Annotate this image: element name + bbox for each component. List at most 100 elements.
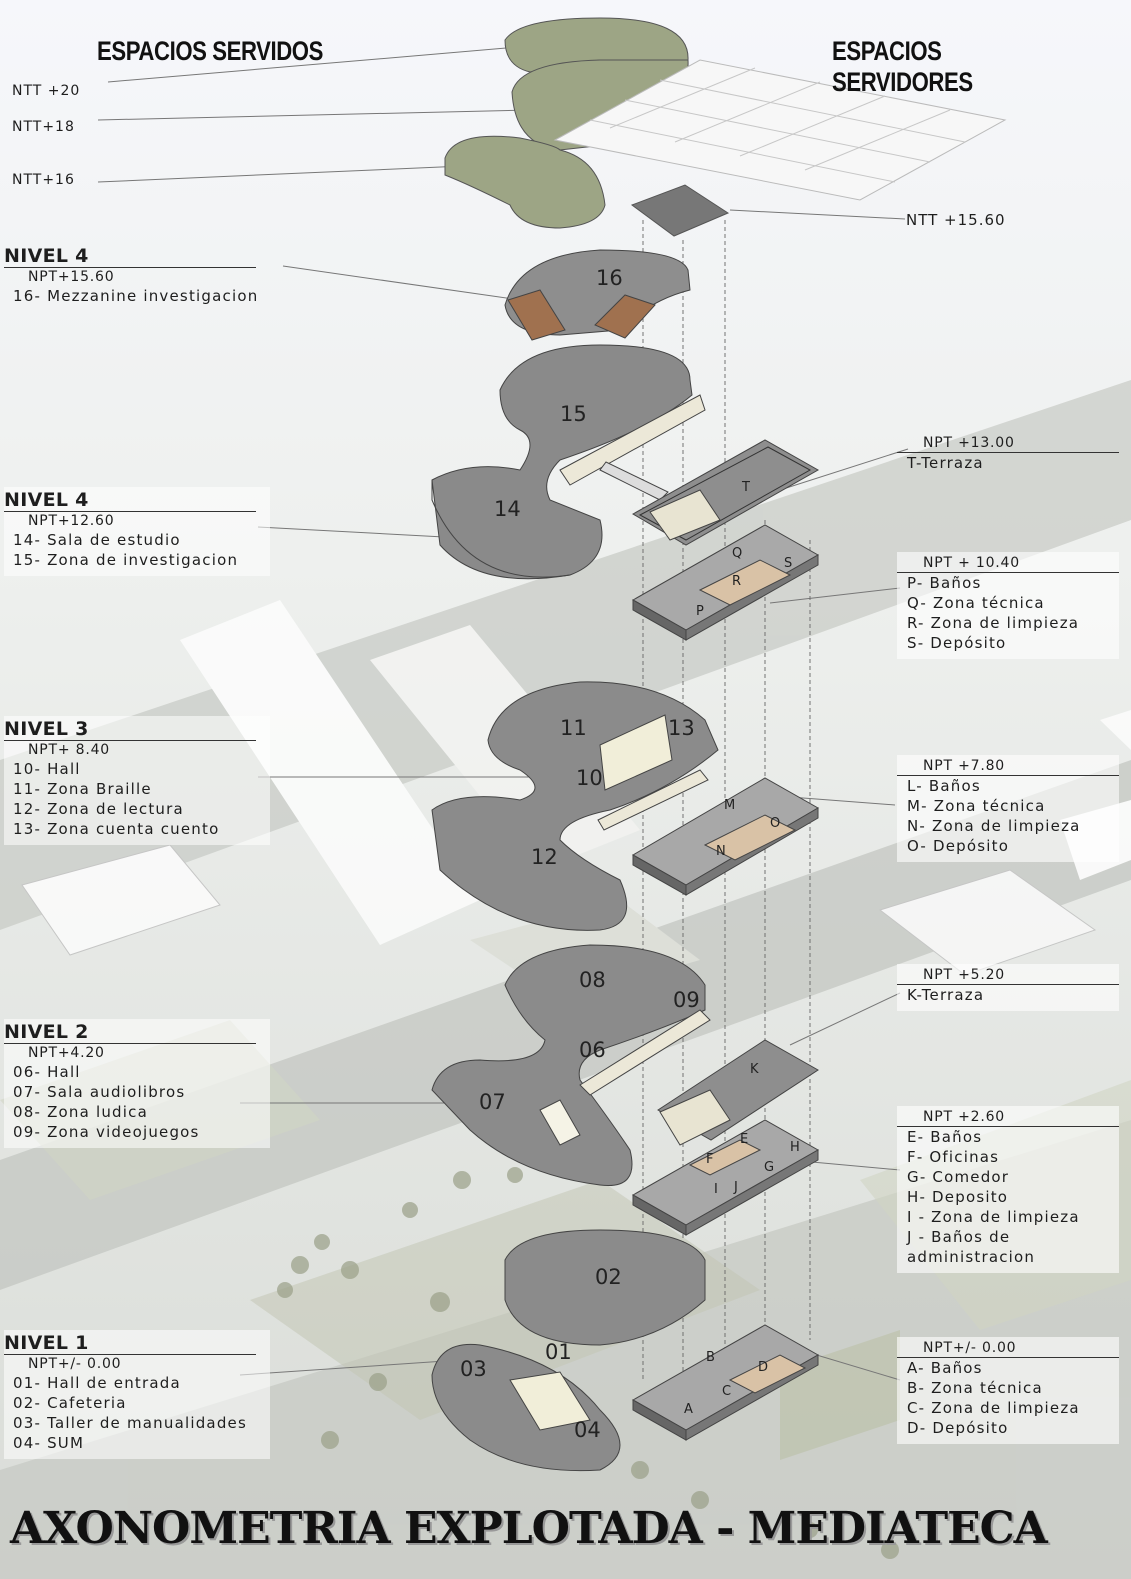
room-number-07: 07 (479, 1090, 506, 1114)
room-number-02: 02 (595, 1265, 622, 1289)
level-item: 02- Cafeteria (13, 1394, 127, 1412)
level-npt: NPT +5.20 (897, 966, 1119, 985)
room-letter-H: H (790, 1140, 800, 1155)
level1-slab (431, 1229, 706, 1472)
room-letter-E: E (740, 1132, 749, 1147)
server-slab-K (657, 1039, 819, 1146)
served-level-3: NIVEL 3 NPT+ 8.40 10- Hall 11- Zona Brai… (4, 716, 270, 845)
room-number-06: 06 (579, 1038, 606, 1062)
level-npt: NPT +13.00 (897, 434, 1119, 453)
level-item: E- Baños (907, 1128, 983, 1146)
room-number-04: 04 (574, 1418, 601, 1442)
trees (277, 1167, 899, 1559)
room-letter-T: T (742, 480, 750, 495)
level-item: 12- Zona de lectura (13, 800, 184, 818)
level-npt: NPT+ 8.40 (28, 742, 111, 758)
level-item: 14- Sala de estudio (13, 531, 181, 549)
served-level-2: NIVEL 2 NPT+4.20 06- Hall 07- Sala audio… (4, 1019, 270, 1148)
served-level-4: NIVEL 4 NPT+12.60 14- Sala de estudio 15… (4, 487, 270, 576)
room-number-09: 09 (673, 988, 700, 1012)
level-item: H- Deposito (907, 1188, 1009, 1206)
level-item: T-Terraza (907, 454, 984, 472)
room-letter-O: O (770, 816, 781, 831)
room-letter-S: S (784, 556, 793, 571)
level-title: NIVEL 4 (4, 245, 256, 268)
server-slab-PQRS (631, 524, 820, 641)
room-letter-G: G (764, 1160, 775, 1175)
room-number-15: 15 (560, 402, 587, 426)
leader-lines (97, 45, 909, 1381)
server-level-7: NPT +7.80 L- Baños M- Zona técnica N- Zo… (897, 755, 1119, 862)
level-item: N- Zona de limpieza (907, 817, 1081, 835)
room-number-16: 16 (596, 266, 623, 290)
roof-slabs (444, 17, 1007, 237)
level4-slab (431, 344, 706, 580)
server-level-0: NPT+/- 0.00 A- Baños B- Zona técnica C- … (897, 1337, 1119, 1444)
level-item: J - Baños de (907, 1228, 1011, 1246)
level-item: P- Baños (907, 574, 982, 592)
level-item: 01- Hall de entrada (13, 1374, 181, 1392)
level-npt: NPT + 10.40 (897, 554, 1119, 573)
level-npt: NPT+/- 0.00 (897, 1339, 1119, 1358)
level-item: 08- Zona ludica (13, 1103, 148, 1121)
room-letter-M: M (724, 798, 736, 813)
room-letter-A: A (684, 1402, 693, 1417)
room-letter-B: B (706, 1350, 715, 1365)
level-item: B- Zona técnica (907, 1379, 1043, 1397)
level-item: 09- Zona videojuegos (13, 1123, 200, 1141)
server-spaces-header: ESPACIOS SERVIDORES (832, 36, 973, 97)
server-slab-LMNO (631, 777, 820, 896)
level-npt: NPT+12.60 (28, 513, 115, 529)
server-level-13: NPT +13.00 T-Terraza (897, 432, 1119, 479)
level-item: 03- Taller de manualidades (13, 1414, 247, 1432)
level-item: D- Depósito (907, 1419, 1009, 1437)
level-npt: NPT +2.60 (897, 1108, 1119, 1127)
level-npt: NPT+15.60 (28, 269, 115, 285)
level-npt: NPT+/- 0.00 (28, 1356, 122, 1372)
level-item: S- Depósito (907, 634, 1007, 652)
room-number-14: 14 (494, 497, 521, 521)
level-item: R- Zona de limpieza (907, 614, 1080, 632)
level-item: 04- SUM (13, 1434, 85, 1452)
room-number-08: 08 (579, 968, 606, 992)
level-title: NIVEL 4 (4, 489, 256, 512)
server-slab-T (631, 439, 820, 546)
level-item: M- Zona técnica (907, 797, 1046, 815)
level-title: NIVEL 3 (4, 718, 256, 741)
level-item: 07- Sala audiolibros (13, 1083, 186, 1101)
page-title: AXONOMETRIA EXPLOTADA - MEDIATECA (10, 1503, 1048, 1554)
server-level-10: NPT + 10.40 P- Baños Q- Zona técnica R- … (897, 552, 1119, 659)
room-letter-D: D (758, 1360, 769, 1375)
mezzanine-slab (504, 249, 691, 341)
room-number-12: 12 (531, 845, 558, 869)
level3-slab (431, 681, 719, 931)
level-npt: NPT+4.20 (28, 1045, 105, 1061)
level-item: 06- Hall (13, 1063, 81, 1081)
level-item: I - Zona de limpieza (907, 1208, 1080, 1226)
level-npt: NPT +7.80 (897, 757, 1119, 776)
room-letter-I: I (714, 1182, 718, 1197)
roof-level-ntt16: NTT+16 (12, 172, 75, 188)
roof-level-ntt18: NTT+18 (12, 119, 75, 135)
room-letter-Q: Q (732, 546, 743, 561)
level-item: F- Oficinas (907, 1148, 1000, 1166)
level-item: A- Baños (907, 1359, 983, 1377)
roof-level-ntt1560: NTT +15.60 (906, 211, 1006, 229)
room-number-10: 10 (576, 766, 603, 790)
served-level-1: NIVEL 1 NPT+/- 0.00 01- Hall de entrada … (4, 1330, 270, 1459)
room-number-03: 03 (460, 1357, 487, 1381)
server-slab-ABCD (631, 1324, 820, 1441)
level-item: K-Terraza (907, 986, 985, 1004)
level-item: 16- Mezzanine investigacion (13, 287, 259, 305)
level-item: 10- Hall (13, 760, 81, 778)
roof-level-ntt20: NTT +20 (12, 83, 81, 99)
room-letter-C: C (722, 1384, 732, 1399)
level-item: 13- Zona cuenta cuento (13, 820, 220, 838)
level-title: NIVEL 1 (4, 1332, 256, 1355)
level-item: 11- Zona Braille (13, 780, 152, 798)
level-item: G- Comedor (907, 1168, 1010, 1186)
room-number-11: 11 (560, 716, 587, 740)
level2-slab (431, 944, 711, 1187)
room-number-13: 13 (668, 716, 695, 740)
